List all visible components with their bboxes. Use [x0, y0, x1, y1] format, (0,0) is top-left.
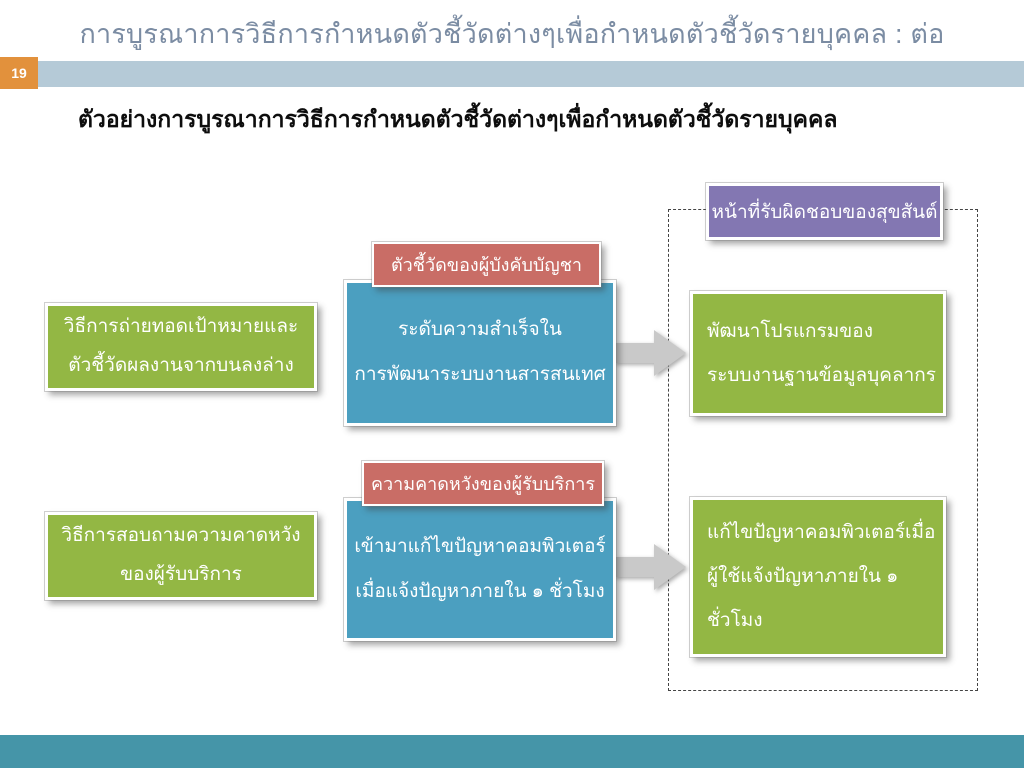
- method-box-survey: วิธีการสอบถามความคาดหวัง ของผู้รับบริการ: [45, 512, 317, 600]
- customer-expectation-tag: ความคาดหวังของผู้รับบริการ: [362, 461, 604, 506]
- individual-kpi-box-support: แก้ไขปัญหาคอมพิวเตอร์เมื่อ ผู้ใช้แจ้งปัญ…: [690, 497, 946, 657]
- responsibility-title-box: หน้าที่รับผิดชอบของสุขสันต์: [706, 183, 943, 240]
- supervisor-kpi-box: ระดับความสำเร็จใน การพัฒนาระบบงานสารสนเท…: [344, 280, 616, 426]
- content-heading: ตัวอย่างการบูรณาการวิธีการกำหนดตัวชี้วัด…: [78, 106, 838, 132]
- slide-title: การบูรณาการวิธีการกำหนดตัวชี้วัดต่างๆเพื…: [79, 19, 945, 49]
- supervisor-kpi-tag: ตัวชี้วัดของผู้บังคับบัญชา: [372, 242, 601, 287]
- arrow-right-icon: [614, 328, 688, 378]
- method-box-cascade: วิธีการถ่ายทอดเป้าหมายและ ตัวชี้วัดผลงาน…: [45, 303, 317, 391]
- page-number-badge: 19: [0, 57, 38, 89]
- individual-kpi-box-program: พัฒนาโปรแกรมของ ระบบงานฐานข้อมูลบุคลากร: [690, 291, 946, 416]
- arrow-right-icon: [614, 542, 688, 592]
- customer-expectation-kpi-box: เข้ามาแก้ไขปัญหาคอมพิวเตอร์ เมื่อแจ้งปัญ…: [344, 498, 616, 641]
- header-accent-bar: [38, 61, 1024, 87]
- bottom-accent-bar: [0, 735, 1024, 768]
